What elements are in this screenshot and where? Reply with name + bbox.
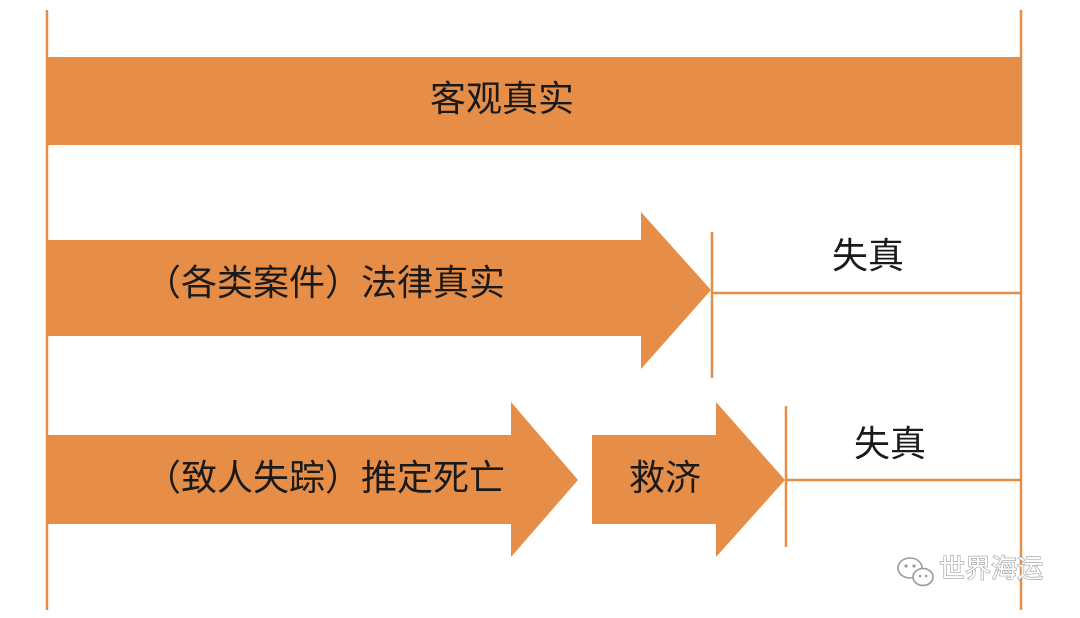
- legal-distortion-label: 失真: [832, 236, 904, 277]
- remedy-label: 救济: [629, 458, 701, 499]
- objective-truth-label: 客观真实: [430, 79, 574, 120]
- wechat-icon: [897, 557, 934, 587]
- legal-truth-arrow: [47, 212, 711, 369]
- watermark-text: 世界海运: [939, 555, 1043, 585]
- presumed-death-label: （致人失踪）推定死亡: [145, 458, 505, 499]
- presumed-distortion-label: 失真: [854, 424, 926, 465]
- legal-truth-label: （各类案件）法律真实: [145, 263, 505, 304]
- remedy-arrow: [592, 402, 785, 557]
- presumed-death-arrow: [47, 402, 578, 557]
- objective-truth-bar: [47, 57, 1021, 145]
